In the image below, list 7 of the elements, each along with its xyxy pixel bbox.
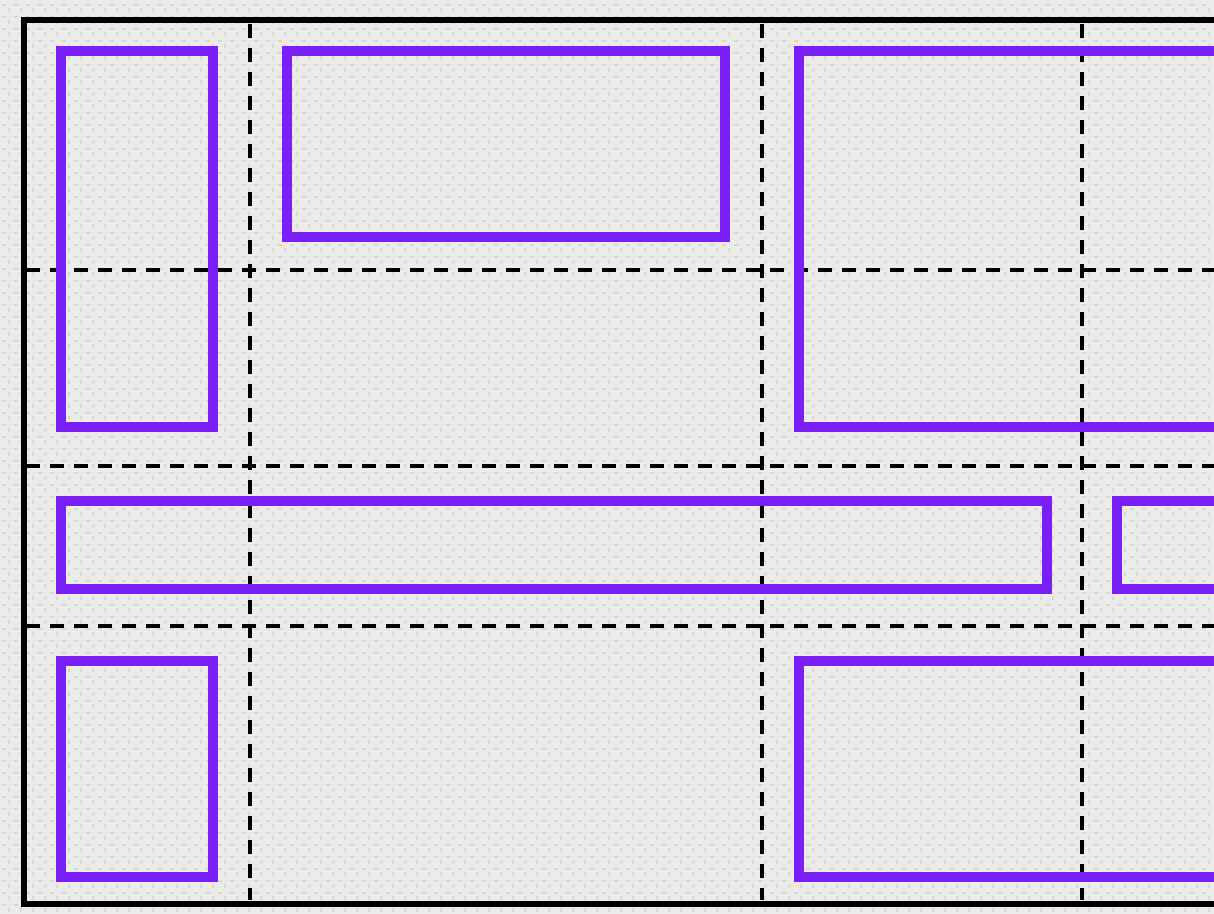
outlined-box xyxy=(56,656,218,882)
outlined-box xyxy=(56,496,1052,594)
outlined-box xyxy=(56,46,218,432)
outlined-box xyxy=(794,656,1214,882)
outlined-box xyxy=(794,46,1214,432)
outlined-box xyxy=(1112,496,1214,594)
outlined-box xyxy=(282,46,730,242)
